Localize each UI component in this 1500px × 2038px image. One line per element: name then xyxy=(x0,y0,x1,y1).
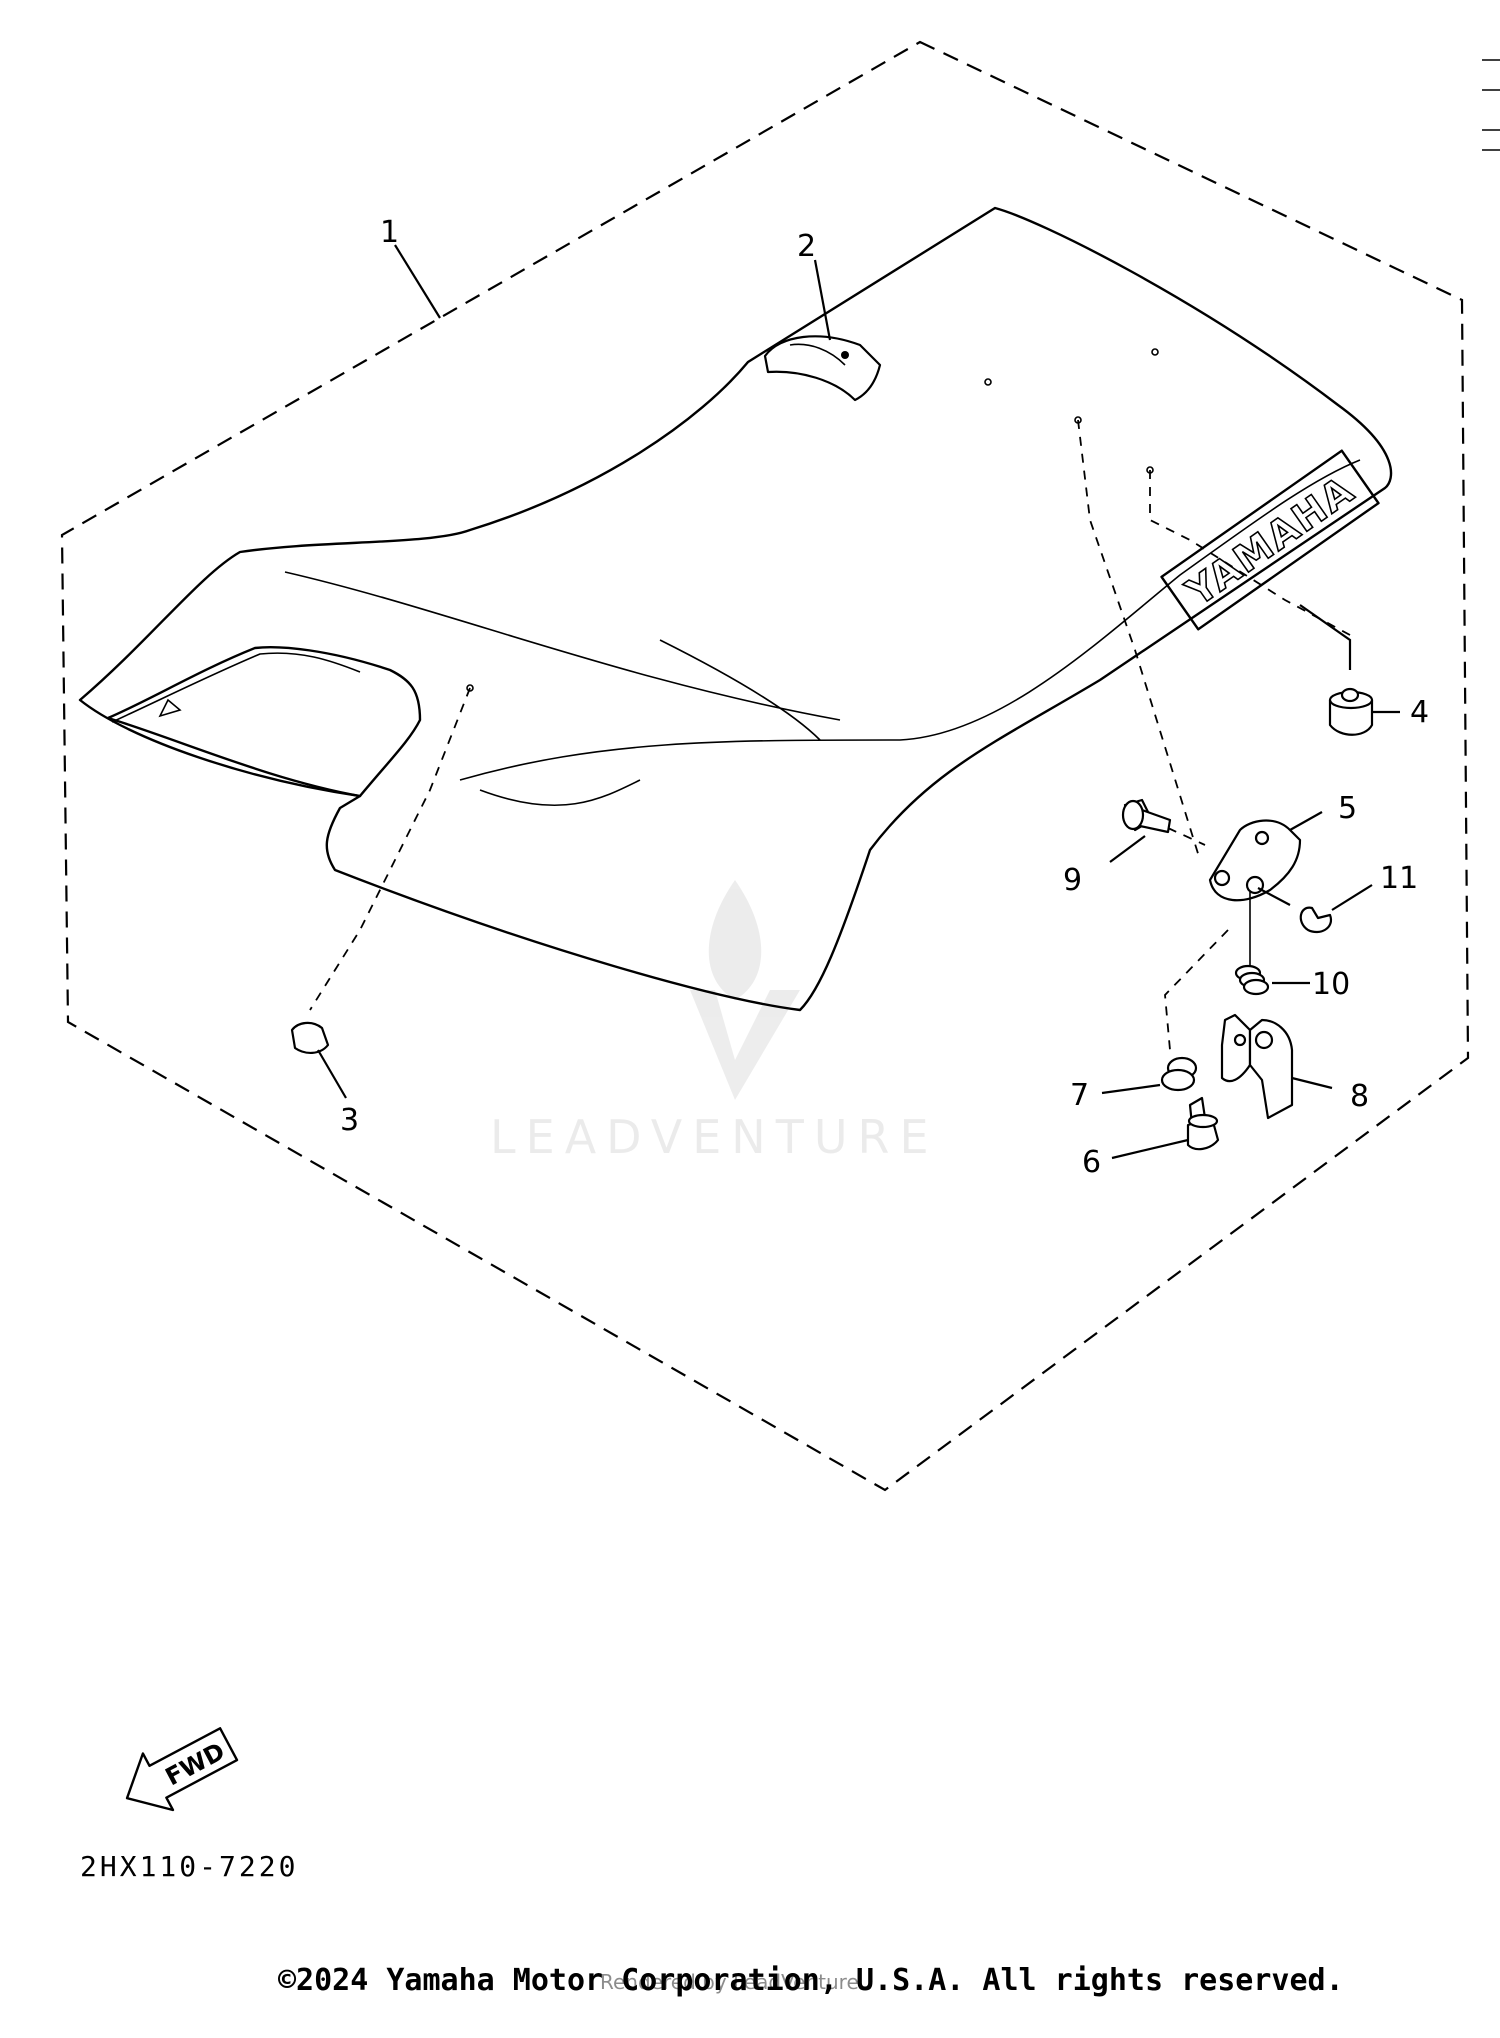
damper-part-icon xyxy=(290,1021,330,1054)
lock-plate-part-icon xyxy=(1208,819,1302,902)
part-label-9: 9 xyxy=(1063,863,1082,898)
leadventure-logo-icon xyxy=(690,880,800,1100)
part-label-1: 1 xyxy=(380,215,399,250)
part-label-2: 2 xyxy=(797,229,816,264)
grommet-part-icon xyxy=(1328,687,1374,736)
drawing-code: 2HX110-7220 xyxy=(80,1850,299,1883)
fwd-arrow-icon: FWD xyxy=(125,1727,239,1812)
rendered-by-note: Rendered by LeadVenture xyxy=(600,1970,859,1994)
part-label-10: 10 xyxy=(1312,967,1350,1002)
part-label-4: 4 xyxy=(1410,695,1429,730)
part-label-8: 8 xyxy=(1350,1079,1369,1114)
copyright-notice: ©2024 Yamaha Motor Corporation, U.S.A. A… xyxy=(278,1963,1344,1998)
clip-part-icon xyxy=(1299,906,1333,934)
collar-part-icon xyxy=(1160,1056,1198,1092)
latch-part-icon xyxy=(1220,1013,1294,1120)
assembly-boundary xyxy=(60,40,1470,1492)
part-label-3: 3 xyxy=(340,1103,359,1138)
screw-part-icon xyxy=(1186,1096,1220,1151)
part-label-6: 6 xyxy=(1082,1145,1101,1180)
bolt-part-icon xyxy=(1121,798,1172,834)
yamaha-brand-mark: YAMAHA xyxy=(1178,467,1363,615)
spring-part-icon xyxy=(1234,964,1270,996)
part-label-11: 11 xyxy=(1380,861,1418,896)
part-label-7: 7 xyxy=(1070,1078,1089,1113)
watermark-text: LEADVENTURE xyxy=(490,1110,939,1164)
part-label-5: 5 xyxy=(1338,791,1357,826)
